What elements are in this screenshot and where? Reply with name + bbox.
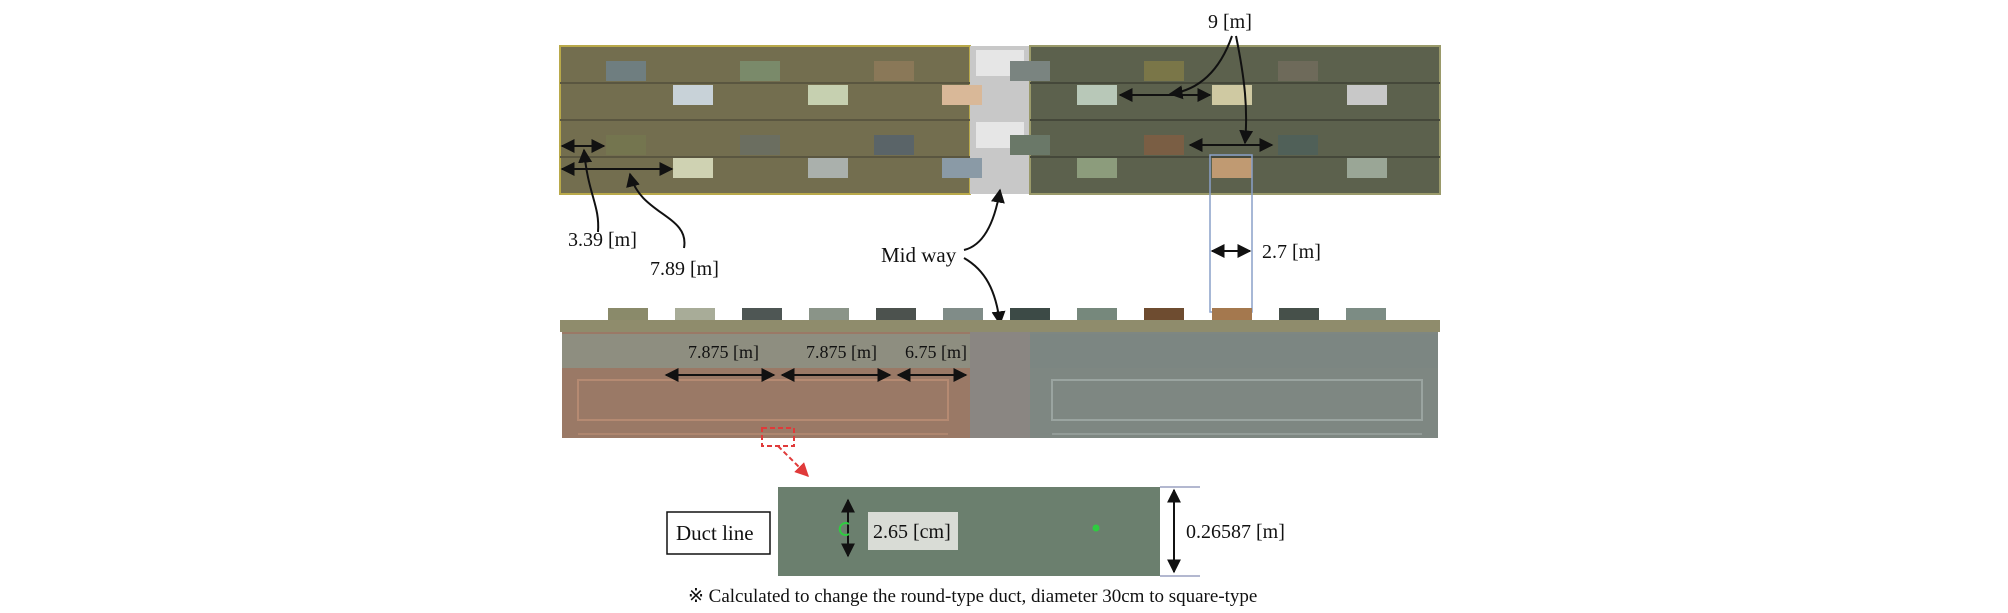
label-7875-a: 7.875 [m] [688,342,759,362]
label-7875-b: 7.875 [m] [806,342,877,362]
label-789m: 7.89 [m] [650,258,719,280]
label-9m: 9 [m] [1208,11,1252,33]
footnote: ※ Calculated to change the round-type du… [688,586,1258,607]
duct-detail [666,486,1200,577]
label-675: 6.75 [m] [905,342,967,362]
label-duct-line: Duct line [676,521,754,545]
label-265cm: 2.65 [cm] [873,521,951,543]
label-339m: 3.39 [m] [568,229,637,251]
label-mid-way: Mid way [881,243,957,267]
section-view [560,308,1440,477]
plan-view [559,45,1441,195]
label-026587m: 0.26587 [m] [1186,521,1285,543]
duct-panel [778,487,1160,576]
section-mid-zone [970,332,1030,438]
label-27m: 2.7 [m] [1262,241,1321,263]
